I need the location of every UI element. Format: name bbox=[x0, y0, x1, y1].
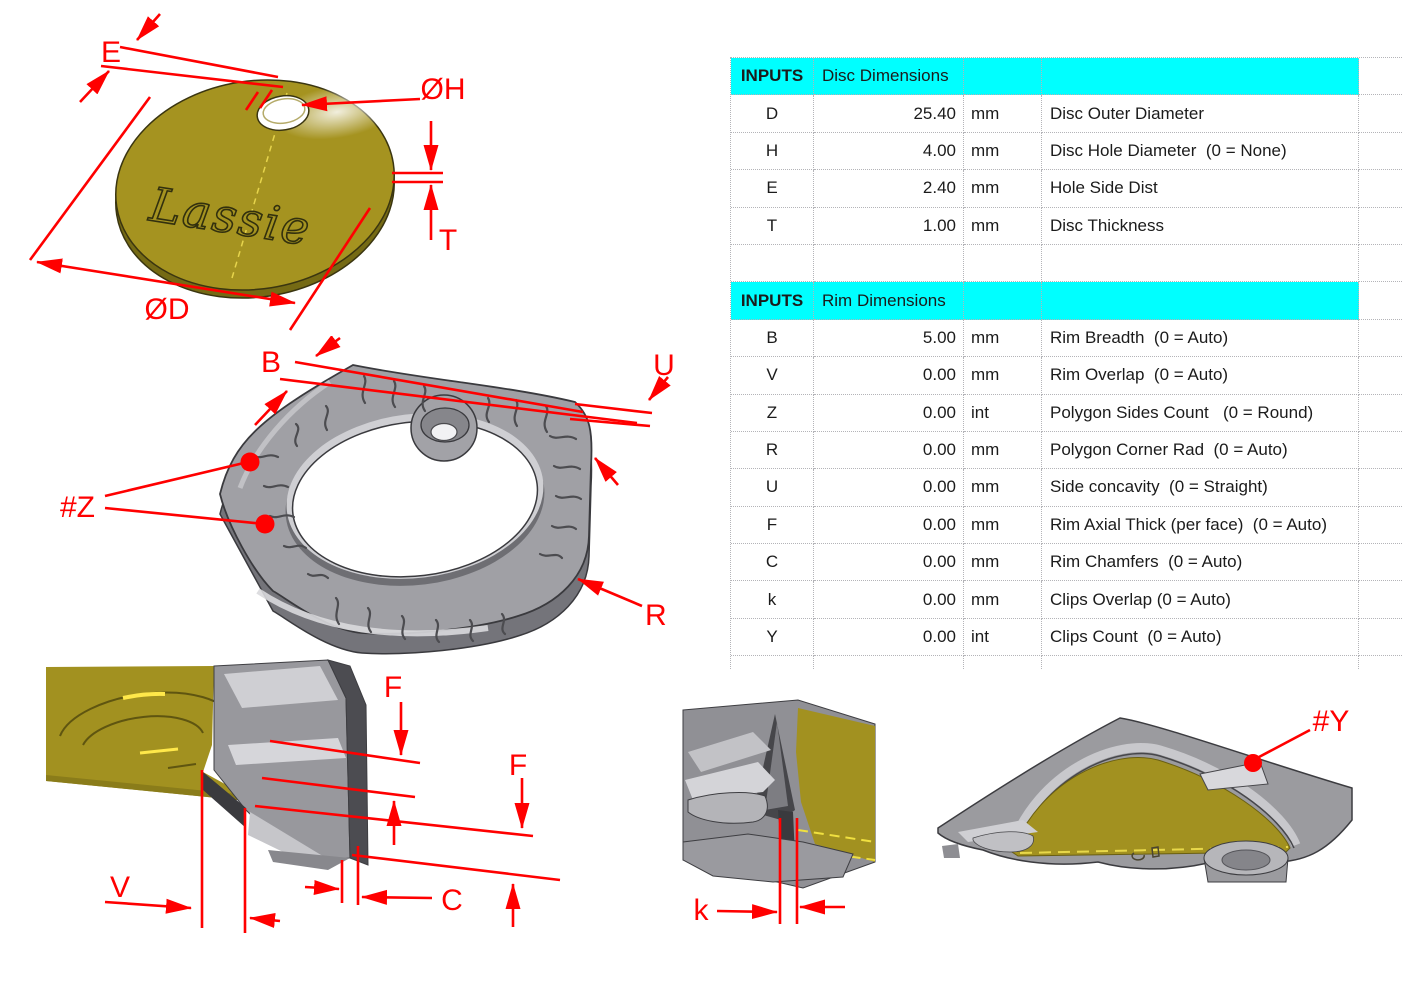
value-cell[interactable]: 0.00 bbox=[814, 544, 964, 582]
dim-label-d: ØD bbox=[145, 293, 190, 326]
dim-label-y: #Y bbox=[1313, 705, 1350, 738]
value-cell[interactable]: 0.00 bbox=[814, 469, 964, 507]
dim-label-z: #Z bbox=[60, 491, 95, 524]
rim-header-spacer-2 bbox=[1042, 282, 1359, 320]
unit-cell: mm bbox=[964, 319, 1042, 358]
unit-cell: mm bbox=[964, 357, 1042, 395]
desc-cell: Disc Outer Diameter bbox=[1042, 95, 1359, 133]
desc-cell: Rim Breadth (0 = Auto) bbox=[1042, 319, 1359, 358]
disc-figure: Lassie E ØH T ØD bbox=[28, 13, 466, 331]
disc-body: Lassie bbox=[115, 79, 399, 299]
disc-table-title: Disc Dimensions bbox=[814, 58, 964, 96]
z-callout-dot-2 bbox=[255, 514, 275, 534]
desc-cell: Clips Overlap (0 = Auto) bbox=[1042, 581, 1359, 619]
y-callout-dot bbox=[1244, 754, 1262, 772]
disc-header-spacer-2 bbox=[1042, 58, 1359, 96]
desc-cell: Clips Count (0 = Auto) bbox=[1042, 618, 1359, 657]
unit-cell: mm bbox=[964, 95, 1042, 133]
desc-cell: Disc Thickness bbox=[1042, 207, 1359, 245]
disc-header-spacer-1 bbox=[964, 58, 1042, 96]
param-cell: H bbox=[731, 132, 814, 171]
param-cell: E bbox=[731, 170, 814, 208]
value-cell[interactable]: 0.00 bbox=[814, 581, 964, 619]
value-cell[interactable]: 0.00 bbox=[814, 506, 964, 545]
dim-label-f2: F bbox=[509, 749, 527, 782]
value-cell[interactable]: 0.00 bbox=[814, 618, 964, 657]
rim-dimensions: B U #Z R bbox=[60, 336, 675, 632]
value-cell[interactable]: 25.40 bbox=[814, 95, 964, 133]
param-cell: Z bbox=[731, 394, 814, 432]
unit-cell: mm bbox=[964, 132, 1042, 171]
desc-cell: Rim Chamfers (0 = Auto) bbox=[1042, 544, 1359, 582]
unit-cell: mm bbox=[964, 207, 1042, 245]
rim-figure: B U #Z R bbox=[60, 336, 675, 655]
section-rim-profile bbox=[203, 659, 369, 870]
z-callout-dot-1 bbox=[240, 452, 260, 472]
value-cell[interactable]: 2.40 bbox=[814, 170, 964, 208]
cutaway-geometry bbox=[937, 717, 1353, 883]
rim-table-inputs-header: INPUTS bbox=[731, 282, 814, 320]
clip-figure: k bbox=[682, 699, 876, 927]
param-cell: V bbox=[731, 357, 814, 395]
unit-cell: mm bbox=[964, 469, 1042, 507]
dim-label-u: U bbox=[653, 349, 675, 382]
unit-cell: mm bbox=[964, 581, 1042, 619]
param-cell: F bbox=[731, 506, 814, 545]
param-cell: T bbox=[731, 207, 814, 245]
cutaway-dimensions: #Y bbox=[1244, 705, 1349, 772]
clip-dimensions: k bbox=[694, 818, 845, 927]
rim-body bbox=[219, 364, 593, 655]
param-cell: k bbox=[731, 581, 814, 619]
desc-cell: Polygon Sides Count (0 = Round) bbox=[1042, 394, 1359, 432]
disc-table-inputs-header: INPUTS bbox=[731, 58, 814, 96]
dim-label-t: T bbox=[439, 224, 457, 257]
unit-cell: mm bbox=[964, 544, 1042, 582]
param-cell: B bbox=[731, 319, 814, 358]
cutaway-figure: #Y bbox=[937, 705, 1353, 883]
value-cell[interactable]: 5.00 bbox=[814, 319, 964, 358]
value-cell[interactable]: 4.00 bbox=[814, 132, 964, 171]
unit-cell: mm bbox=[964, 170, 1042, 208]
value-cell[interactable]: 0.00 bbox=[814, 431, 964, 470]
rim-header-spacer-1 bbox=[964, 282, 1042, 320]
value-cell[interactable]: 1.00 bbox=[814, 207, 964, 245]
dim-label-b: B bbox=[261, 346, 281, 379]
unit-cell: mm bbox=[964, 506, 1042, 545]
param-cell: Y bbox=[731, 618, 814, 657]
desc-cell: Polygon Corner Rad (0 = Auto) bbox=[1042, 431, 1359, 470]
inputs-spreadsheet: INPUTS Disc Dimensions D 25.40 mm Disc O… bbox=[730, 57, 1403, 670]
cutaway-disc bbox=[1011, 757, 1291, 857]
param-cell: C bbox=[731, 544, 814, 582]
dim-label-v: V bbox=[110, 871, 130, 904]
desc-cell: Hole Side Dist bbox=[1042, 170, 1359, 208]
dim-label-c: C bbox=[441, 884, 463, 917]
unit-cell: int bbox=[964, 618, 1042, 657]
dim-label-f1: F bbox=[384, 671, 402, 704]
disc-dimensions: E ØH T ØD bbox=[28, 13, 466, 331]
dim-label-r: R bbox=[645, 599, 667, 632]
section-figure: V F F C bbox=[46, 659, 561, 933]
dim-label-e: E bbox=[101, 36, 121, 69]
desc-cell: Disc Hole Diameter (0 = None) bbox=[1042, 132, 1359, 171]
value-cell[interactable]: 0.00 bbox=[814, 394, 964, 432]
rim-table-title: Rim Dimensions bbox=[814, 282, 964, 320]
param-cell: U bbox=[731, 469, 814, 507]
param-cell: R bbox=[731, 431, 814, 470]
desc-cell: Side concavity (0 = Straight) bbox=[1042, 469, 1359, 507]
desc-cell: Rim Axial Thick (per face) (0 = Auto) bbox=[1042, 506, 1359, 545]
section-dimensions: V F F C bbox=[104, 671, 561, 933]
clip-geometry bbox=[682, 699, 876, 889]
dim-label-k: k bbox=[694, 894, 710, 927]
empty-row bbox=[731, 244, 814, 283]
dim-label-h: ØH bbox=[421, 73, 466, 106]
value-cell[interactable]: 0.00 bbox=[814, 357, 964, 395]
unit-cell: int bbox=[964, 394, 1042, 432]
desc-cell: Rim Overlap (0 = Auto) bbox=[1042, 357, 1359, 395]
unit-cell: mm bbox=[964, 431, 1042, 470]
param-cell: D bbox=[731, 95, 814, 133]
rim-center-opening bbox=[291, 420, 539, 578]
